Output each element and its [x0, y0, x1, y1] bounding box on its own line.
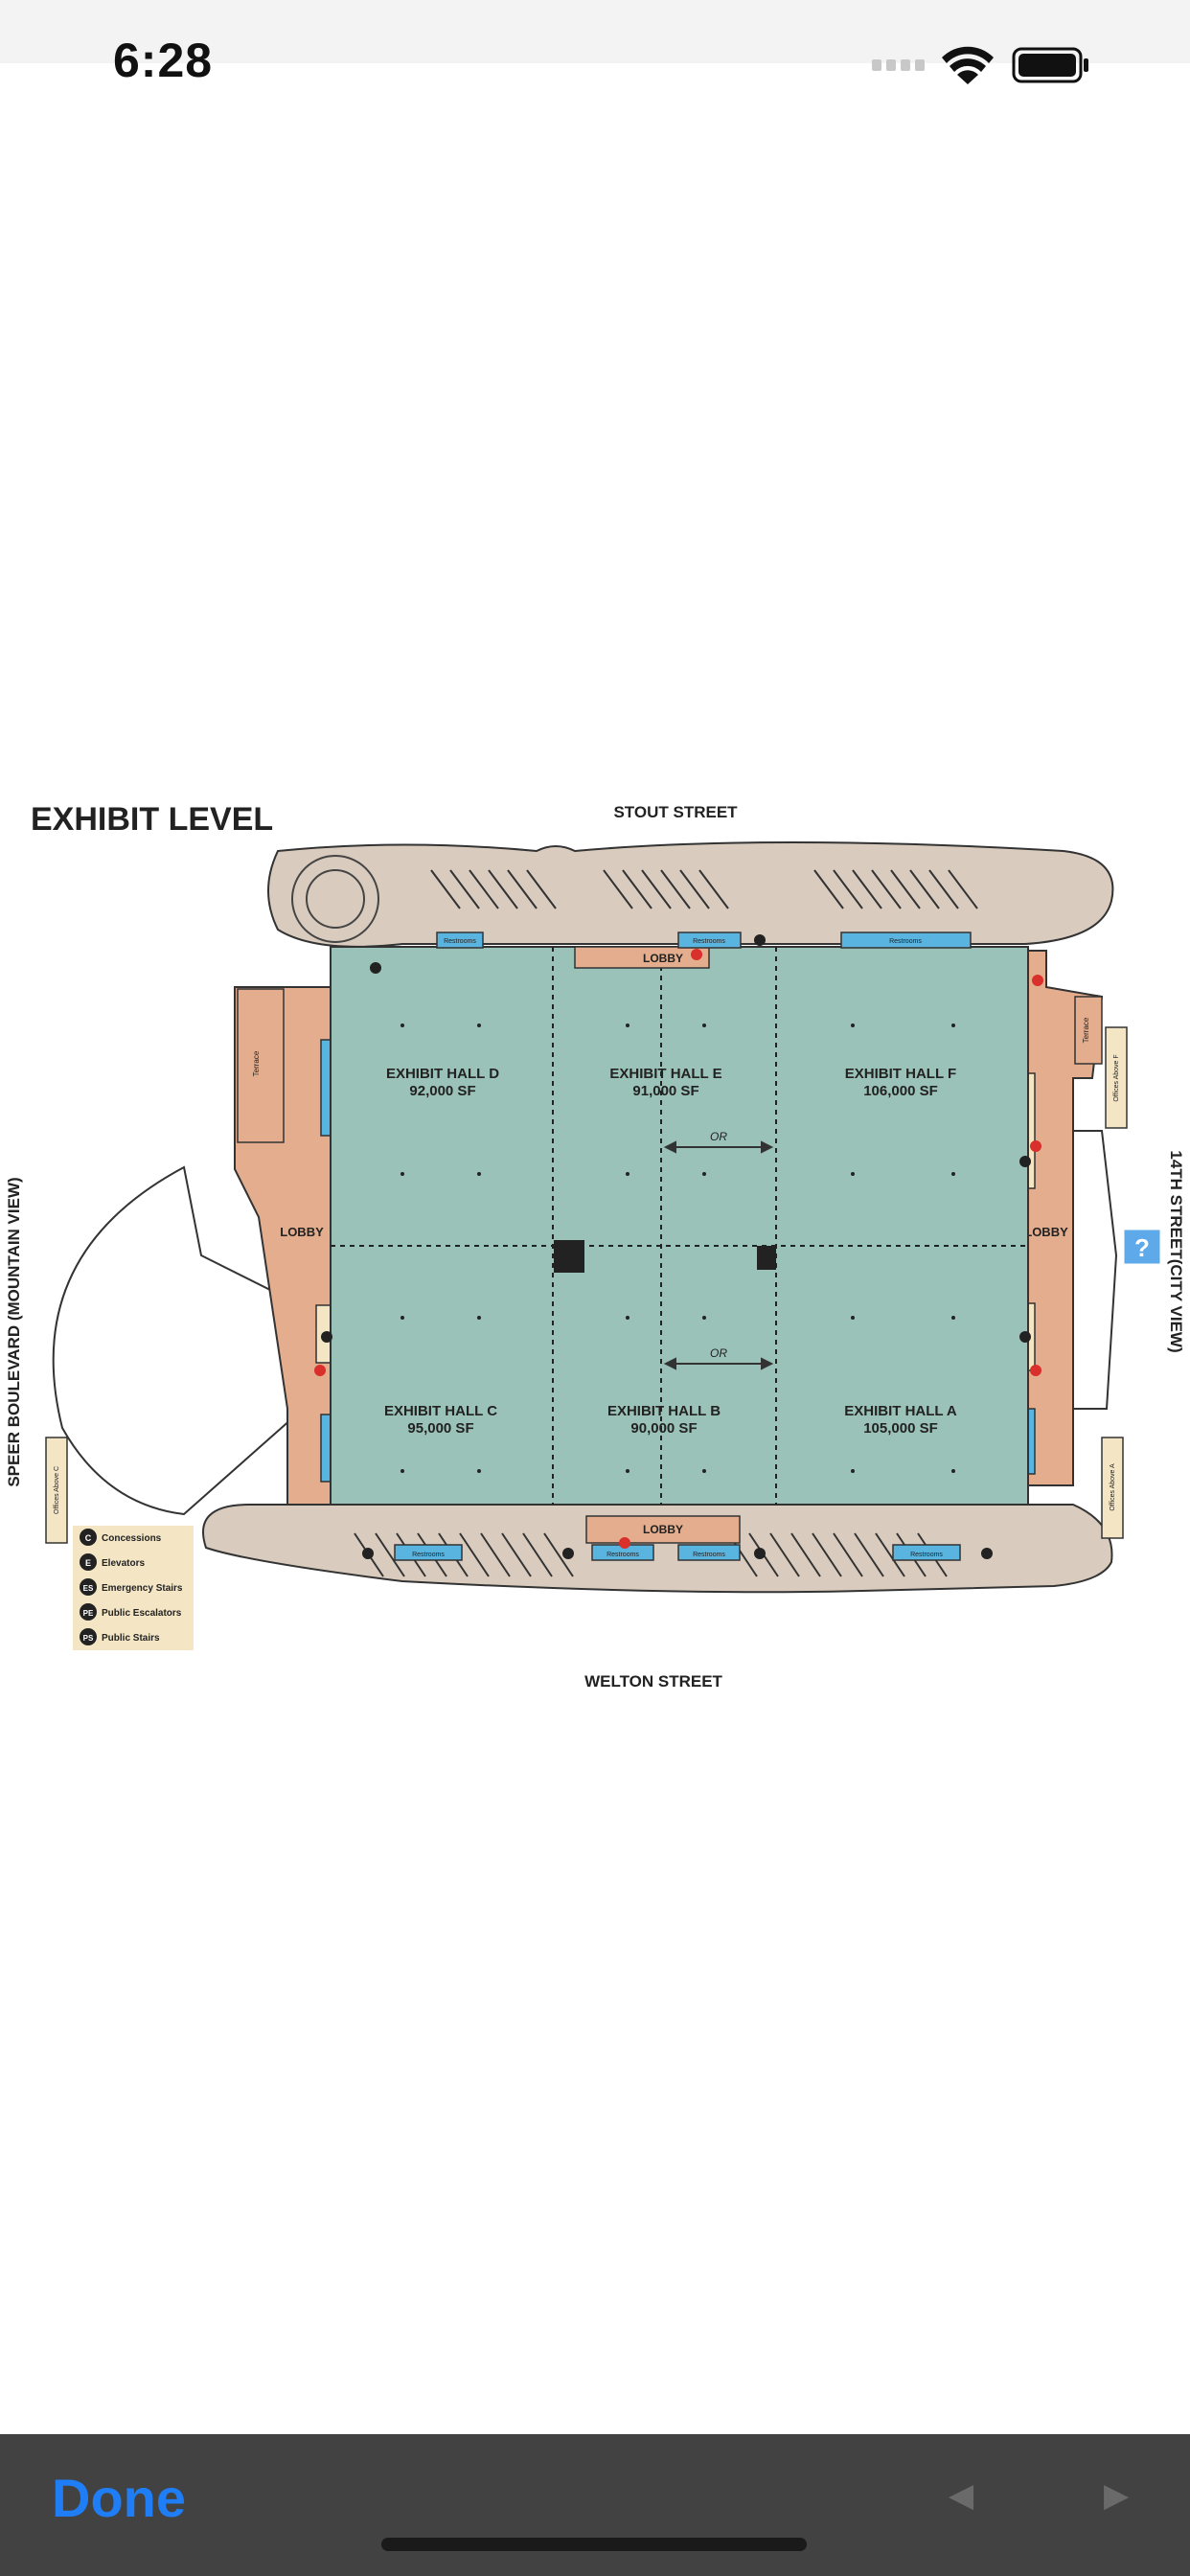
emergency-exit-markers: [314, 949, 1043, 1549]
south-restroom-4-label: Restrooms: [910, 1552, 943, 1558]
offices-a: [1101, 1437, 1124, 1539]
legend: C Concessions E Elevators ES Emergency S…: [80, 1529, 183, 1645]
hall-c-area: 95,000 SF: [407, 1420, 473, 1437]
legend-elevators-icon: [80, 1553, 97, 1571]
legend-concessions-code: C: [85, 1533, 92, 1543]
bottom-toolbar: Done ◀ ▶: [0, 2434, 1190, 2576]
north-restroom-2: [677, 932, 742, 949]
hall-f[interactable]: EXHIBIT HALL F 106,000 SF: [845, 1066, 956, 1099]
exhibit-hall-block: [330, 946, 1029, 1506]
legend-emergency-stairs-code: ES: [83, 1584, 94, 1593]
map-title: EXHIBIT LEVEL: [31, 801, 273, 838]
previous-arrow-icon[interactable]: ◀: [949, 2476, 974, 2515]
legend-public-escalators-icon: [80, 1603, 97, 1621]
east-terrace: [1074, 996, 1103, 1065]
or-arrow-north: [663, 1140, 774, 1154]
hall-d-name: EXHIBIT HALL D: [386, 1066, 499, 1082]
legend-elevators-label: Elevators: [102, 1558, 145, 1569]
floor-plan-map[interactable]: EXHIBIT LEVEL STOUT STREET WELTON STREET…: [0, 738, 1190, 1696]
south-restroom-1-label: Restrooms: [412, 1552, 445, 1558]
street-west: SPEER BOULEVARD (MOUNTAIN VIEW): [5, 1177, 23, 1486]
south-restroom-3: [677, 1544, 741, 1561]
hall-columns: [400, 1024, 955, 1473]
north-lobby-label: LOBBY: [643, 952, 683, 965]
cellular-signal-icon: [872, 59, 925, 71]
wifi-icon: [942, 46, 994, 84]
done-button[interactable]: Done: [52, 2468, 186, 2528]
north-ramps: [430, 869, 978, 909]
status-bar: 6:28: [0, 0, 1190, 87]
status-time: 6:28: [113, 34, 214, 87]
or-arrow-south: [663, 1357, 774, 1370]
west-arc: [52, 1165, 294, 1516]
south-restroom-2-label: Restrooms: [606, 1552, 639, 1558]
hall-elevators: [554, 1240, 776, 1273]
battery-icon: [1012, 47, 1088, 83]
next-arrow-icon[interactable]: ▶: [1104, 2476, 1130, 2515]
legend-concessions-label: Concessions: [102, 1533, 162, 1544]
legend-public-stairs-code: PS: [83, 1634, 94, 1643]
north-restroom-3-label: Restrooms: [889, 938, 922, 945]
legend-public-stairs-icon: [80, 1628, 97, 1645]
south-restroom-4: [892, 1544, 961, 1561]
north-restroom-2-label: Restrooms: [693, 938, 725, 945]
south-restroom-3-label: Restrooms: [693, 1552, 725, 1558]
legend-public-escalators-code: PE: [83, 1609, 94, 1618]
legend-emergency-stairs-label: Emergency Stairs: [102, 1583, 183, 1594]
hall-b[interactable]: EXHIBIT HALL B 90,000 SF: [607, 1403, 721, 1437]
hall-d[interactable]: EXHIBIT HALL D 92,000 SF: [386, 1066, 499, 1099]
offices-c: [45, 1437, 68, 1544]
hall-d-area: 92,000 SF: [409, 1083, 475, 1099]
hall-a-area: 105,000 SF: [863, 1420, 938, 1437]
east-corridor: [1026, 950, 1104, 1486]
south-lobby-label: LOBBY: [643, 1523, 683, 1536]
legend-elevators-code: E: [85, 1558, 91, 1568]
north-restroom-1: [436, 932, 484, 949]
hall-dividers: [331, 947, 1028, 1505]
street-east: 14TH STREET(CITY VIEW): [1167, 1150, 1185, 1352]
hall-c-name: EXHIBIT HALL C: [384, 1403, 497, 1419]
street-south: WELTON STREET: [584, 1672, 722, 1690]
status-indicators: [872, 46, 1131, 84]
hall-b-area: 90,000 SF: [630, 1420, 697, 1437]
east-terrace-label: Terrace: [1082, 1017, 1090, 1043]
hall-a-name: EXHIBIT HALL A: [844, 1403, 957, 1419]
hall-e-area: 91,000 SF: [632, 1083, 698, 1099]
hall-a[interactable]: EXHIBIT HALL A 105,000 SF: [844, 1403, 957, 1437]
offices-c-label: Offices Above C: [54, 1466, 60, 1514]
street-north: STOUT STREET: [613, 803, 738, 821]
offices-a-label: Offices Above A: [1110, 1463, 1116, 1511]
legend-concessions-icon: [80, 1529, 97, 1546]
help-marker-label: ?: [1134, 1233, 1150, 1262]
east-lobby-label: LOBBY: [1024, 1225, 1068, 1239]
west-lobby-label: LOBBY: [280, 1225, 324, 1239]
north-promenade: [267, 841, 1114, 948]
hall-f-area: 106,000 SF: [863, 1083, 938, 1099]
or-label-south: OR: [710, 1346, 727, 1360]
hall-b-name: EXHIBIT HALL B: [607, 1403, 721, 1419]
legend-emergency-stairs-icon: [80, 1578, 97, 1596]
hall-c[interactable]: EXHIBIT HALL C 95,000 SF: [384, 1403, 497, 1437]
south-promenade: [202, 1504, 1113, 1594]
help-marker-icon[interactable]: [1121, 1227, 1163, 1267]
north-restroom-1-label: Restrooms: [444, 938, 476, 945]
north-lobby: [574, 946, 710, 969]
offices-f: [1105, 1026, 1128, 1129]
or-label-north: OR: [710, 1130, 727, 1143]
hall-f-name: EXHIBIT HALL F: [845, 1066, 956, 1082]
south-lobby: [585, 1515, 741, 1544]
north-restroom-3: [840, 932, 972, 949]
south-restroom-1: [394, 1544, 463, 1561]
east-outline: [1073, 1130, 1118, 1410]
home-indicator: [381, 2538, 807, 2551]
legend-public-escalators-label: Public Escalators: [102, 1608, 182, 1619]
west-terrace: [237, 988, 285, 1143]
north-rotunda: [291, 855, 379, 943]
offices-f-label: Offices Above F: [1113, 1054, 1120, 1101]
legend-public-stairs-label: Public Stairs: [102, 1633, 160, 1644]
concession-markers: [321, 934, 1031, 1559]
west-terrace-label: Terrace: [252, 1050, 261, 1076]
hall-e-name: EXHIBIT HALL E: [609, 1066, 721, 1082]
hall-e[interactable]: EXHIBIT HALL E 91,000 SF: [609, 1066, 721, 1099]
